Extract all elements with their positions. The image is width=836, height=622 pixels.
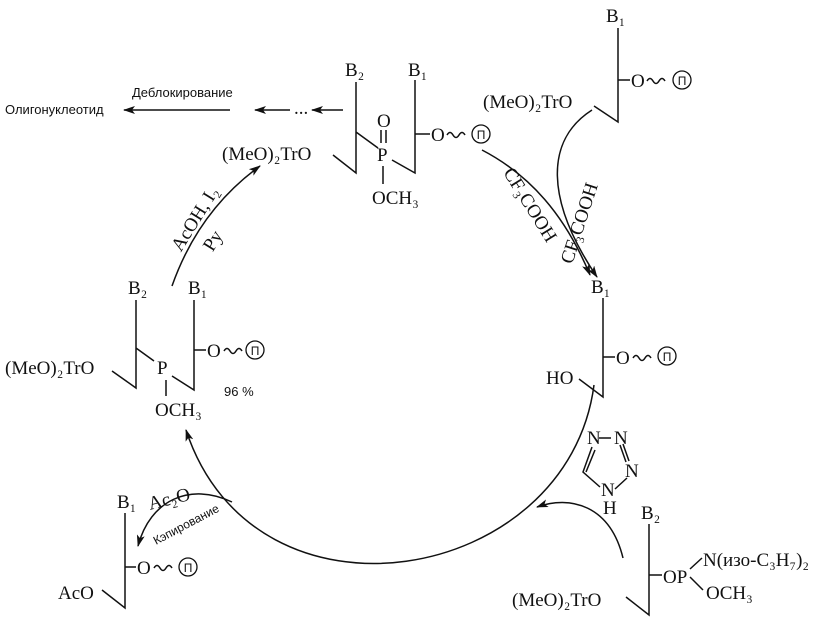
oxidation-base: Py [199, 227, 228, 256]
base-b1: B₁ [188, 278, 207, 299]
oxidized-dimer: (MeO)₂TrO B₂ P O OCH₃ B₁ O П [222, 60, 491, 209]
hydrogen: H [603, 498, 617, 519]
oxygen: O [431, 125, 445, 146]
capped-nucleoside: B₁ AcO O П [58, 492, 198, 610]
methoxy: OCH₃ [155, 400, 202, 421]
op-group: OP [663, 567, 687, 588]
tetrazole: N N N N H [582, 428, 639, 519]
deblocking-arrow-start [556, 109, 598, 278]
oxo: O [377, 111, 391, 132]
trityl-group: (MeO)₂TrO [483, 92, 572, 113]
nitrogen: N [625, 461, 639, 482]
coupling-cycle-arc [185, 384, 595, 565]
support-circle [471, 124, 491, 144]
base-b2: B₂ [641, 503, 660, 524]
support-label: П [477, 128, 486, 142]
yield-label: 96 % [224, 384, 254, 399]
base-b1: B₁ [591, 277, 610, 298]
hydroxyl: HO [546, 368, 573, 389]
nitrogen: N [587, 428, 601, 449]
oxygen: O [207, 341, 221, 362]
trityl-group: (MeO)₂TrO [512, 590, 601, 611]
nitrogen: N [601, 480, 615, 501]
base-b1: B₁ [117, 492, 136, 513]
phosphorus: P [377, 145, 388, 166]
support-label: П [678, 74, 687, 88]
support-label: П [251, 344, 260, 358]
acetoxy: AcO [58, 583, 94, 604]
phosphite-dimer: (MeO)₂TrO B₂ P OCH₃ B₁ O П 96 % [5, 278, 265, 421]
deblocking-label: Деблокирование [132, 85, 233, 100]
deblocking-arrow-cycle [481, 149, 591, 276]
base-b2: B₂ [128, 278, 147, 299]
phosphoramidite: B₂ (MeO)₂TrO OP N(изо-C₃H₇)₂ OCH₃ [512, 503, 809, 617]
capping-reagent: Ac₂O [146, 484, 192, 515]
trityl-group: (MeO)₂TrO [5, 358, 94, 379]
oxygen: O [137, 558, 151, 579]
nitrogen: N [614, 428, 628, 449]
phosphorus: P [157, 358, 168, 379]
deprotected-nucleoside: B₁ HO O П [546, 277, 677, 399]
support-label: П [184, 561, 193, 575]
ellipsis: ... [294, 98, 308, 119]
oxygen: O [616, 348, 630, 369]
methoxy: OCH₃ [372, 188, 419, 209]
base-b1: B₁ [606, 6, 625, 27]
diisopropylamino: N(изо-C₃H₇)₂ [703, 550, 809, 571]
deblocking-reagent: CF₃COOH [499, 164, 561, 246]
oxygen: O [631, 71, 645, 92]
oxidation-arrow [171, 165, 261, 287]
linker-wave [446, 131, 466, 139]
support-label: П [663, 350, 672, 364]
product-label: Олигонуклеотид [5, 102, 104, 117]
amidite-arrow [536, 499, 624, 559]
methoxy: OCH₃ [706, 583, 753, 604]
base-b2: B₂ [345, 60, 364, 81]
capping-arrow [136, 493, 233, 547]
base-b1: B₁ [408, 60, 427, 81]
trityl-group: (MeO)₂TrO [222, 144, 311, 165]
starting-nucleoside: B₁ (MeO)₂TrO O П [483, 6, 692, 124]
